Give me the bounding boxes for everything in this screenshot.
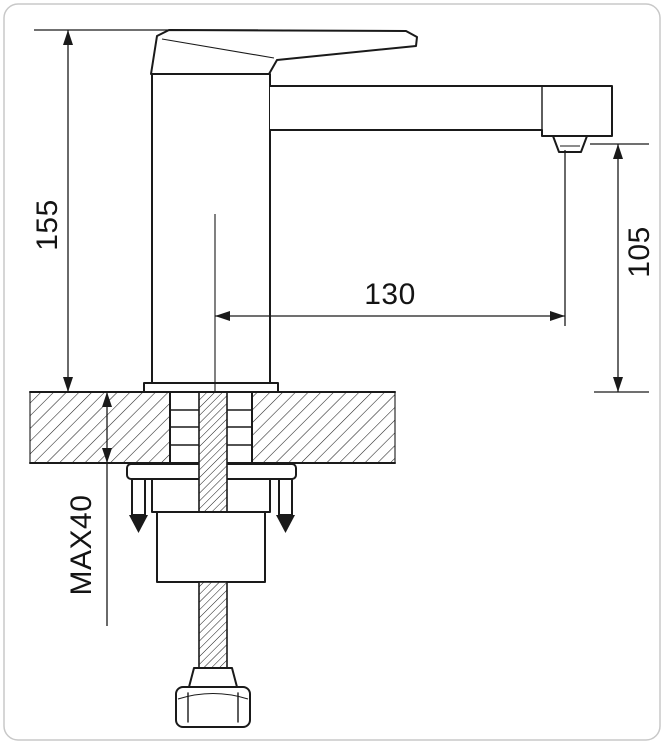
spout-arm	[269, 85, 613, 137]
counter-hatch-left	[30, 392, 170, 463]
tightening-knob	[175, 686, 251, 728]
base-flange	[143, 382, 279, 393]
threaded-rod-lower	[198, 581, 228, 669]
height-arrow-top	[63, 30, 73, 45]
counter-hatch-right	[252, 392, 395, 463]
clamp-bolt-left-tip	[129, 515, 148, 533]
outlet-dimension-label: 105	[623, 226, 656, 278]
lever-fold-line	[161, 38, 275, 59]
thickness-arrow-bottom	[102, 448, 112, 463]
fastening-nut	[156, 511, 266, 583]
dimension-spout-reach: 130	[215, 150, 566, 326]
lever-handle	[150, 29, 418, 75]
dimension-total-height: 155	[31, 29, 258, 392]
thickness-arrow-top	[102, 392, 112, 407]
clamp-bolt-right-tip	[276, 515, 295, 533]
knob-collar	[188, 667, 238, 688]
faucet-body	[151, 73, 271, 384]
reach-arrow-right	[550, 311, 565, 321]
dimension-max-thickness: MAX40	[65, 392, 112, 626]
threaded-rod-upper	[198, 391, 228, 513]
reach-arrow-left	[215, 311, 230, 321]
clamp-bolt-left	[131, 478, 146, 516]
spout-outlet	[552, 135, 588, 153]
countertop-section	[29, 391, 396, 464]
reach-dimension-label: 130	[364, 278, 416, 311]
outlet-arrow-top	[613, 144, 623, 159]
clamp-bolt-right	[278, 478, 293, 516]
thickness-dimension-label: MAX40	[65, 495, 98, 596]
faucet-body-group	[143, 29, 613, 393]
outlet-arrow-bottom	[613, 377, 623, 392]
height-dimension-label: 155	[31, 199, 64, 251]
dimension-outlet-height: 105	[590, 143, 656, 393]
height-arrow-bottom	[63, 377, 73, 392]
mounting-hardware	[126, 391, 297, 728]
knob-top-curve	[177, 693, 249, 700]
